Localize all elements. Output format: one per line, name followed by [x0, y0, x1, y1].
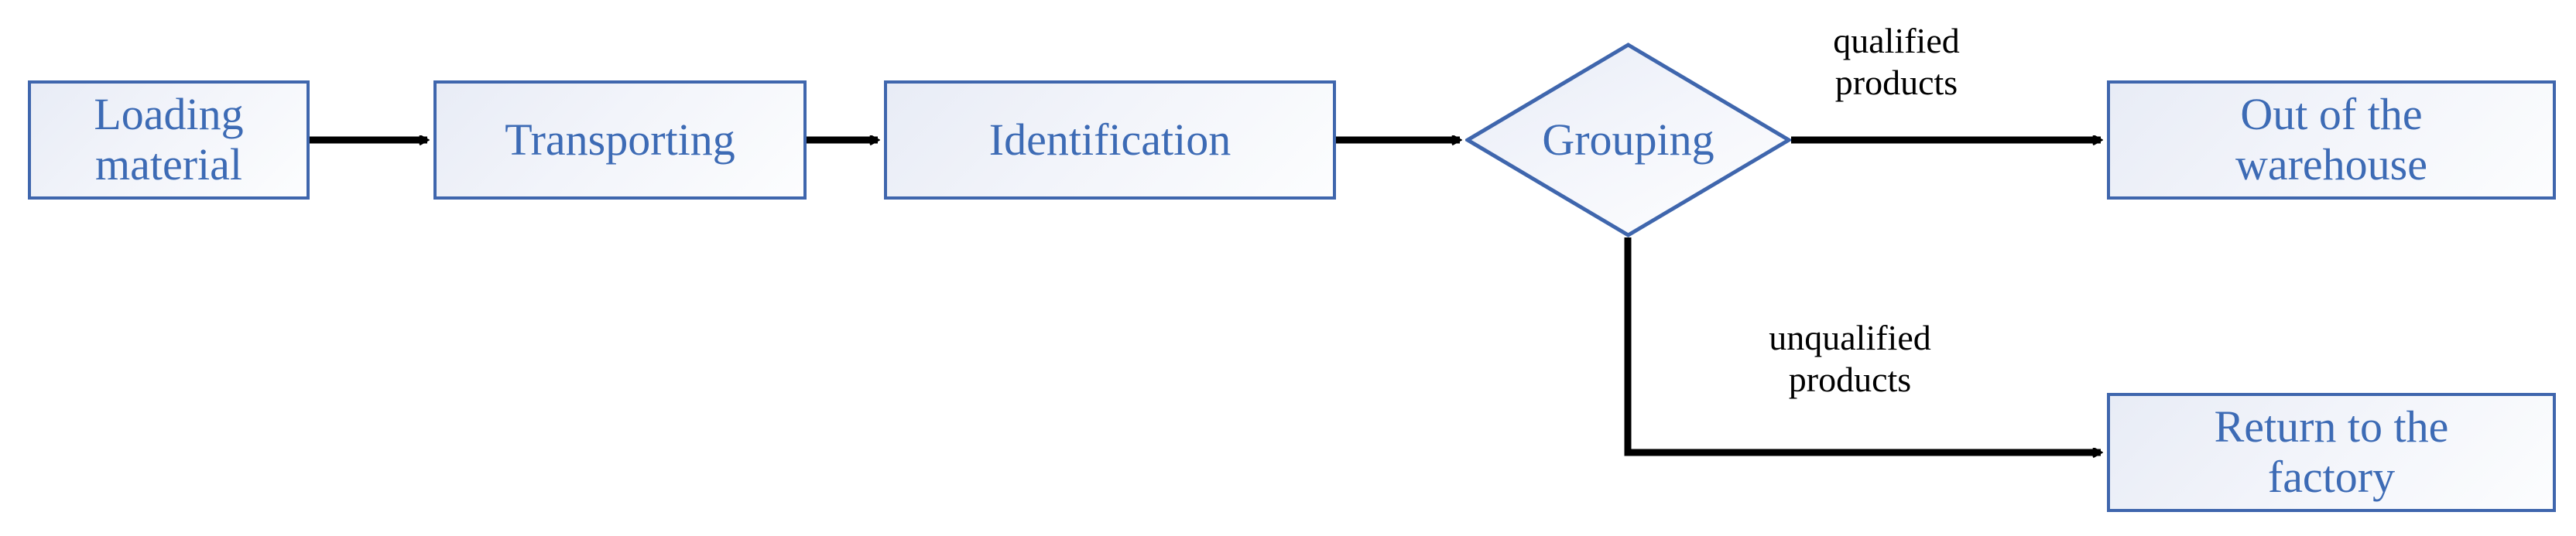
node-out-of-the-warehouse[interactable]: Out of the warehouse	[2107, 80, 2556, 200]
edge-label-qualified-products: qualified products	[1833, 21, 1960, 103]
node-grouping[interactable]: Grouping	[1465, 43, 1791, 237]
node-loading-material[interactable]: Loading material	[28, 80, 310, 200]
node-label-loading-material: Loading material	[94, 89, 244, 189]
node-transporting[interactable]: Transporting	[433, 80, 807, 200]
node-label-out-of-the-warehouse: Out of the warehouse	[2235, 89, 2427, 189]
node-label-return-to-the-factory: Return to the factory	[2214, 401, 2449, 502]
node-label-grouping: Grouping	[1542, 114, 1714, 165]
diamond-shape-icon	[1465, 43, 1791, 237]
node-identification[interactable]: Identification	[884, 80, 1336, 200]
node-label-transporting: Transporting	[505, 114, 735, 165]
node-label-identification: Identification	[988, 114, 1231, 165]
edge-label-unqualified-products: unqualified products	[1769, 318, 1931, 400]
node-return-to-the-factory[interactable]: Return to the factory	[2107, 393, 2556, 512]
